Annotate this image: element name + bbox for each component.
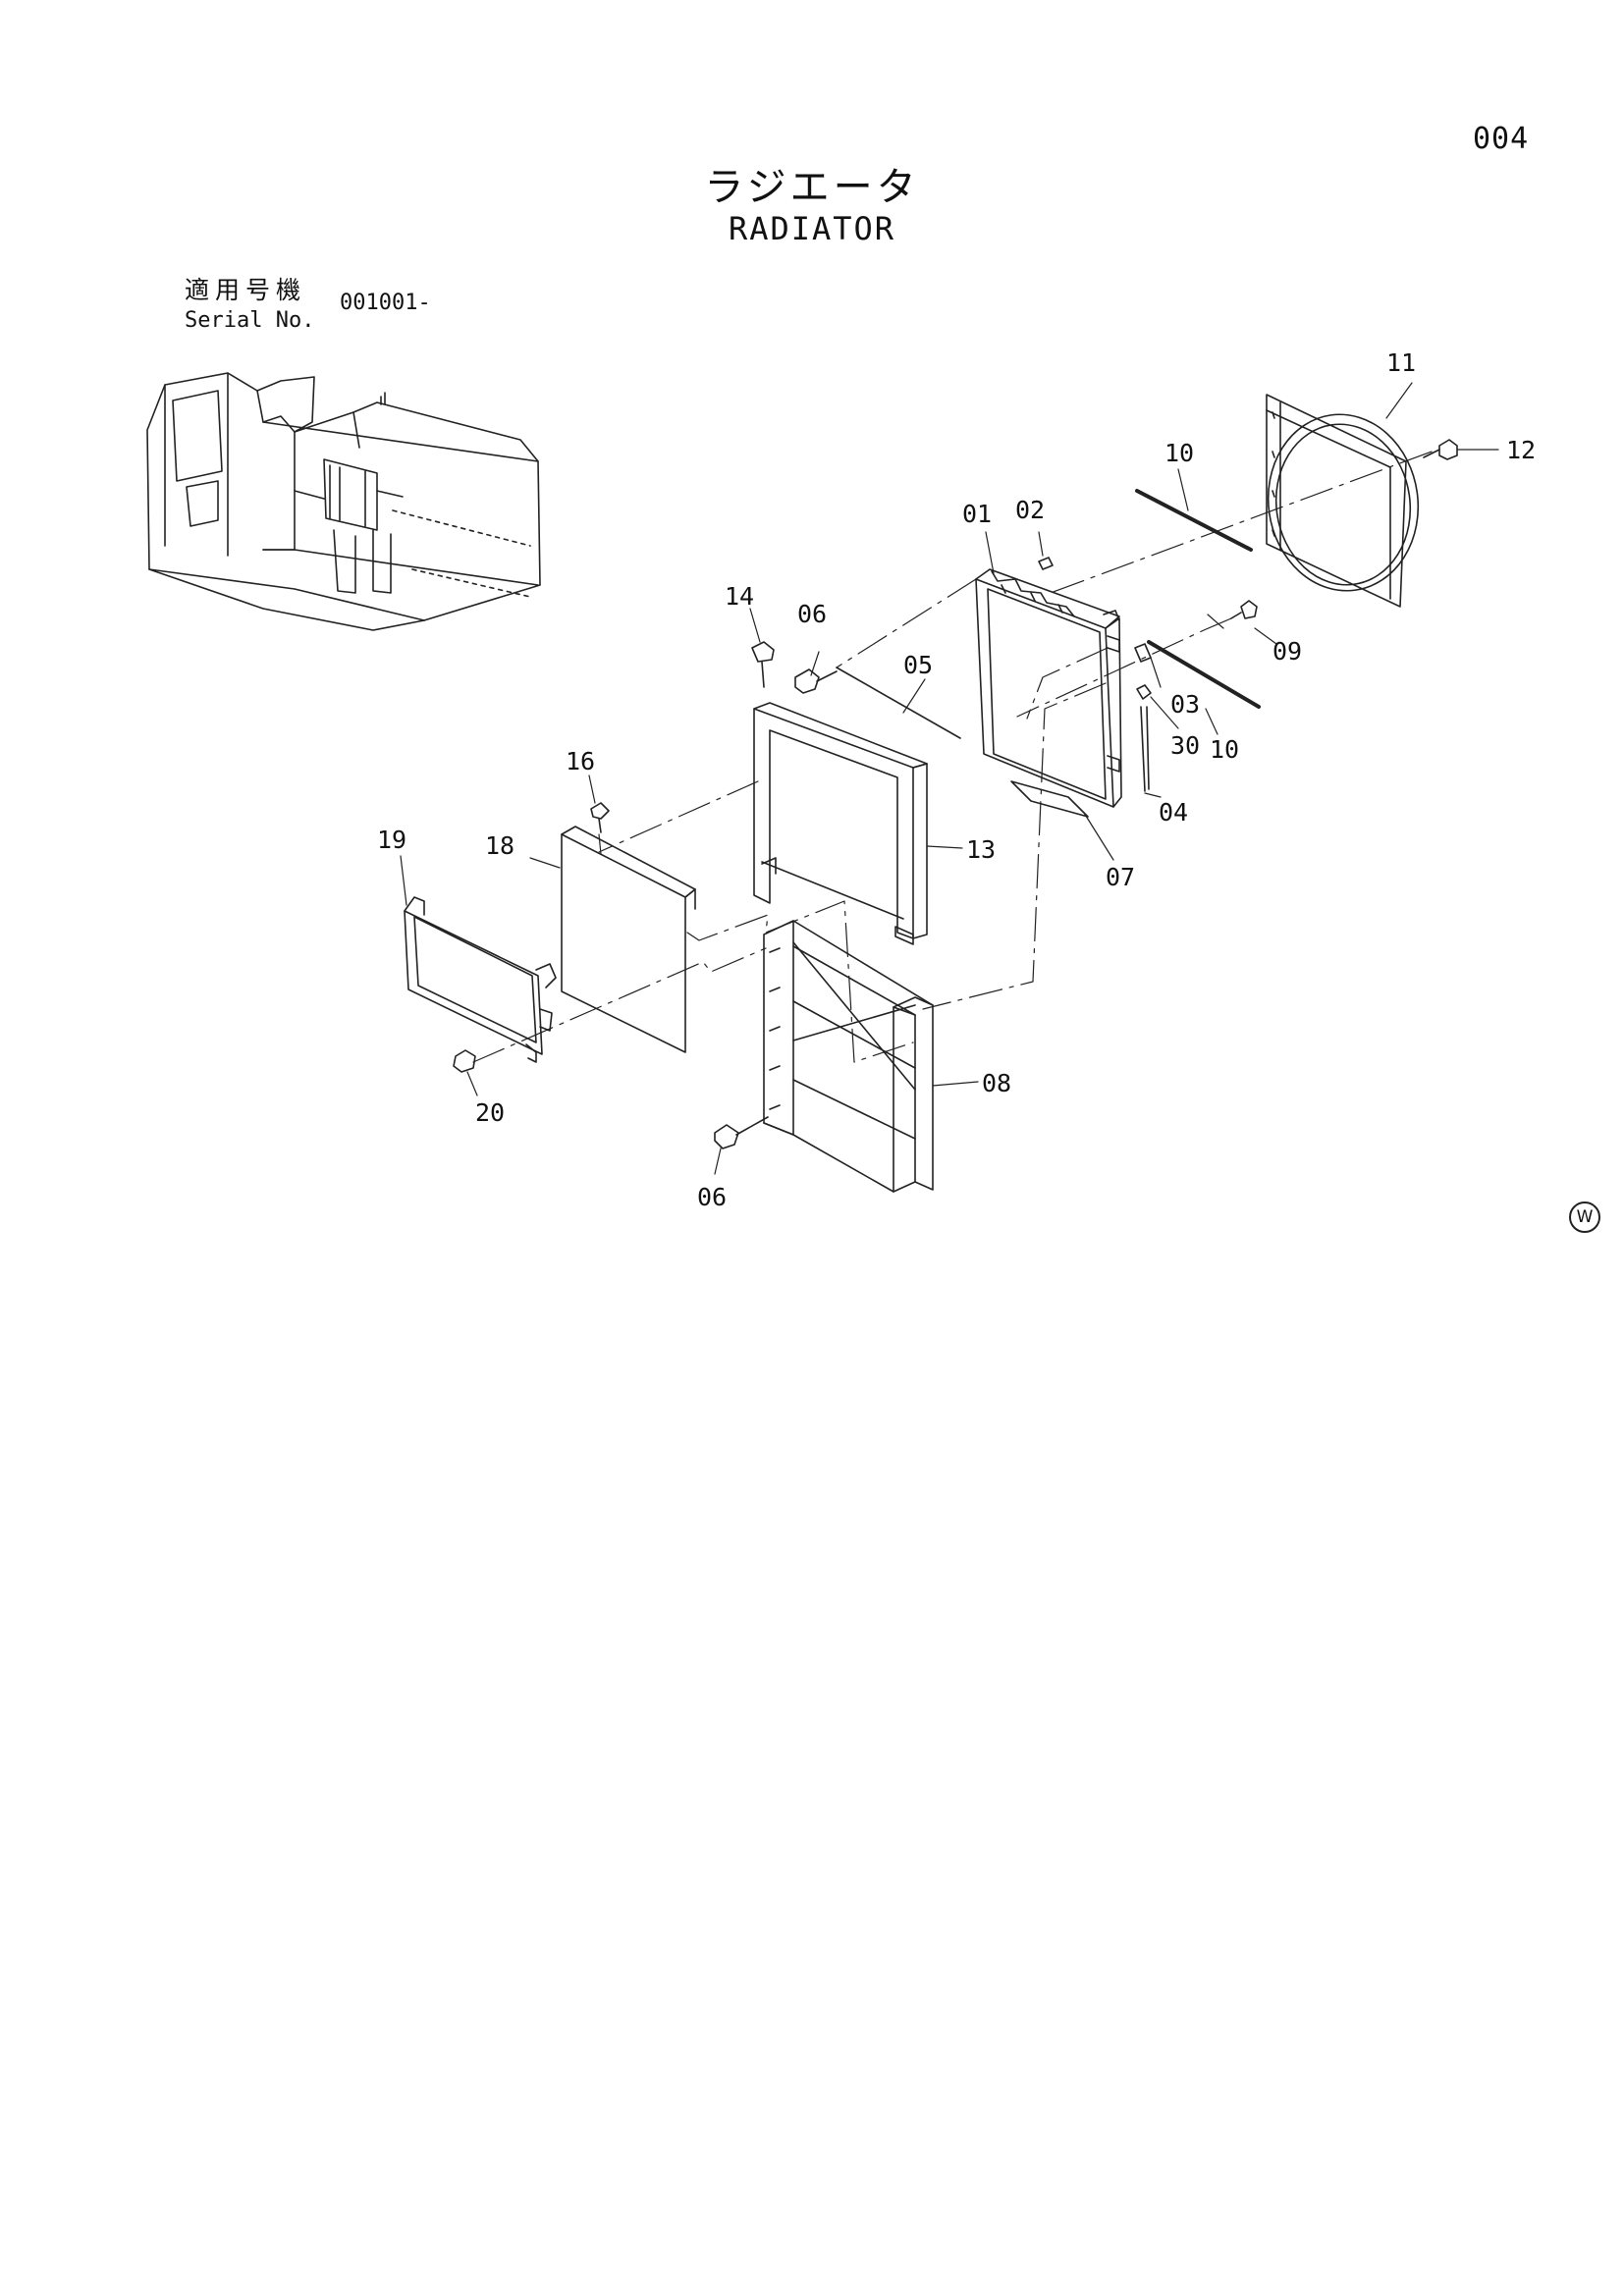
upper-frame-part-13 — [753, 702, 928, 945]
serial-label-japanese: 適用号機 — [185, 276, 307, 304]
callout-06-lower: 06 — [697, 1183, 727, 1211]
callout-leader-lines — [400, 382, 1499, 1175]
bolt-part-06-upper — [794, 668, 838, 694]
callout-13: 13 — [966, 835, 996, 864]
callout-16: 16 — [566, 747, 595, 775]
serial-label: Serial No. — [185, 308, 315, 333]
callout-18: 18 — [485, 831, 514, 860]
page-title-japanese: ラジエータ — [704, 165, 920, 210]
page-number: 004 — [1473, 122, 1530, 156]
callout-10-upper: 10 — [1164, 439, 1194, 467]
bolt-part-14 — [751, 641, 775, 688]
lower-frame-part-08 — [763, 920, 934, 1193]
callout-09: 09 — [1272, 637, 1302, 666]
plate-part-07 — [1010, 780, 1089, 818]
bolt-part-12 — [1423, 439, 1458, 460]
radiator-core-part-01 — [975, 568, 1122, 808]
watermark-circle-w: W — [1569, 1201, 1600, 1233]
bolt-part-06-lower — [714, 1116, 769, 1149]
nut-part-20 — [453, 1049, 476, 1073]
callout-30: 30 — [1170, 731, 1200, 760]
callout-10-lower: 10 — [1210, 735, 1239, 764]
nut-part-30 — [1136, 684, 1152, 700]
callout-19: 19 — [377, 826, 406, 854]
bolt-part-09 — [1230, 600, 1258, 619]
rod-part-04 — [1140, 706, 1150, 792]
callout-01: 01 — [962, 500, 992, 528]
screen-panel-part-18 — [561, 826, 696, 1053]
callout-05: 05 — [903, 651, 933, 679]
callout-06-upper: 06 — [797, 600, 827, 628]
serial-number-value: 001001- — [340, 291, 431, 315]
rod-part-05 — [836, 667, 961, 739]
radiator-cap-part-02 — [1038, 557, 1054, 570]
callout-11: 11 — [1386, 348, 1416, 377]
callout-14: 14 — [725, 582, 754, 611]
callout-12: 12 — [1506, 436, 1536, 464]
fan-shroud-part-11 — [1266, 394, 1420, 608]
callout-20: 20 — [475, 1098, 505, 1127]
excavator-location-illustration — [146, 372, 541, 631]
callout-03: 03 — [1170, 690, 1200, 719]
seal-strip-part-10-lower — [1147, 640, 1261, 709]
clip-part-16 — [590, 802, 610, 833]
callout-07: 07 — [1106, 863, 1135, 891]
callout-08: 08 — [982, 1069, 1011, 1097]
page-title: RADIATOR — [728, 210, 896, 247]
callout-04: 04 — [1159, 798, 1188, 827]
seal-strip-part-10-upper — [1135, 489, 1253, 552]
assembly-center-lines — [472, 451, 1433, 1063]
oil-cooler-part-19 — [404, 896, 557, 1063]
callout-02: 02 — [1015, 496, 1045, 524]
